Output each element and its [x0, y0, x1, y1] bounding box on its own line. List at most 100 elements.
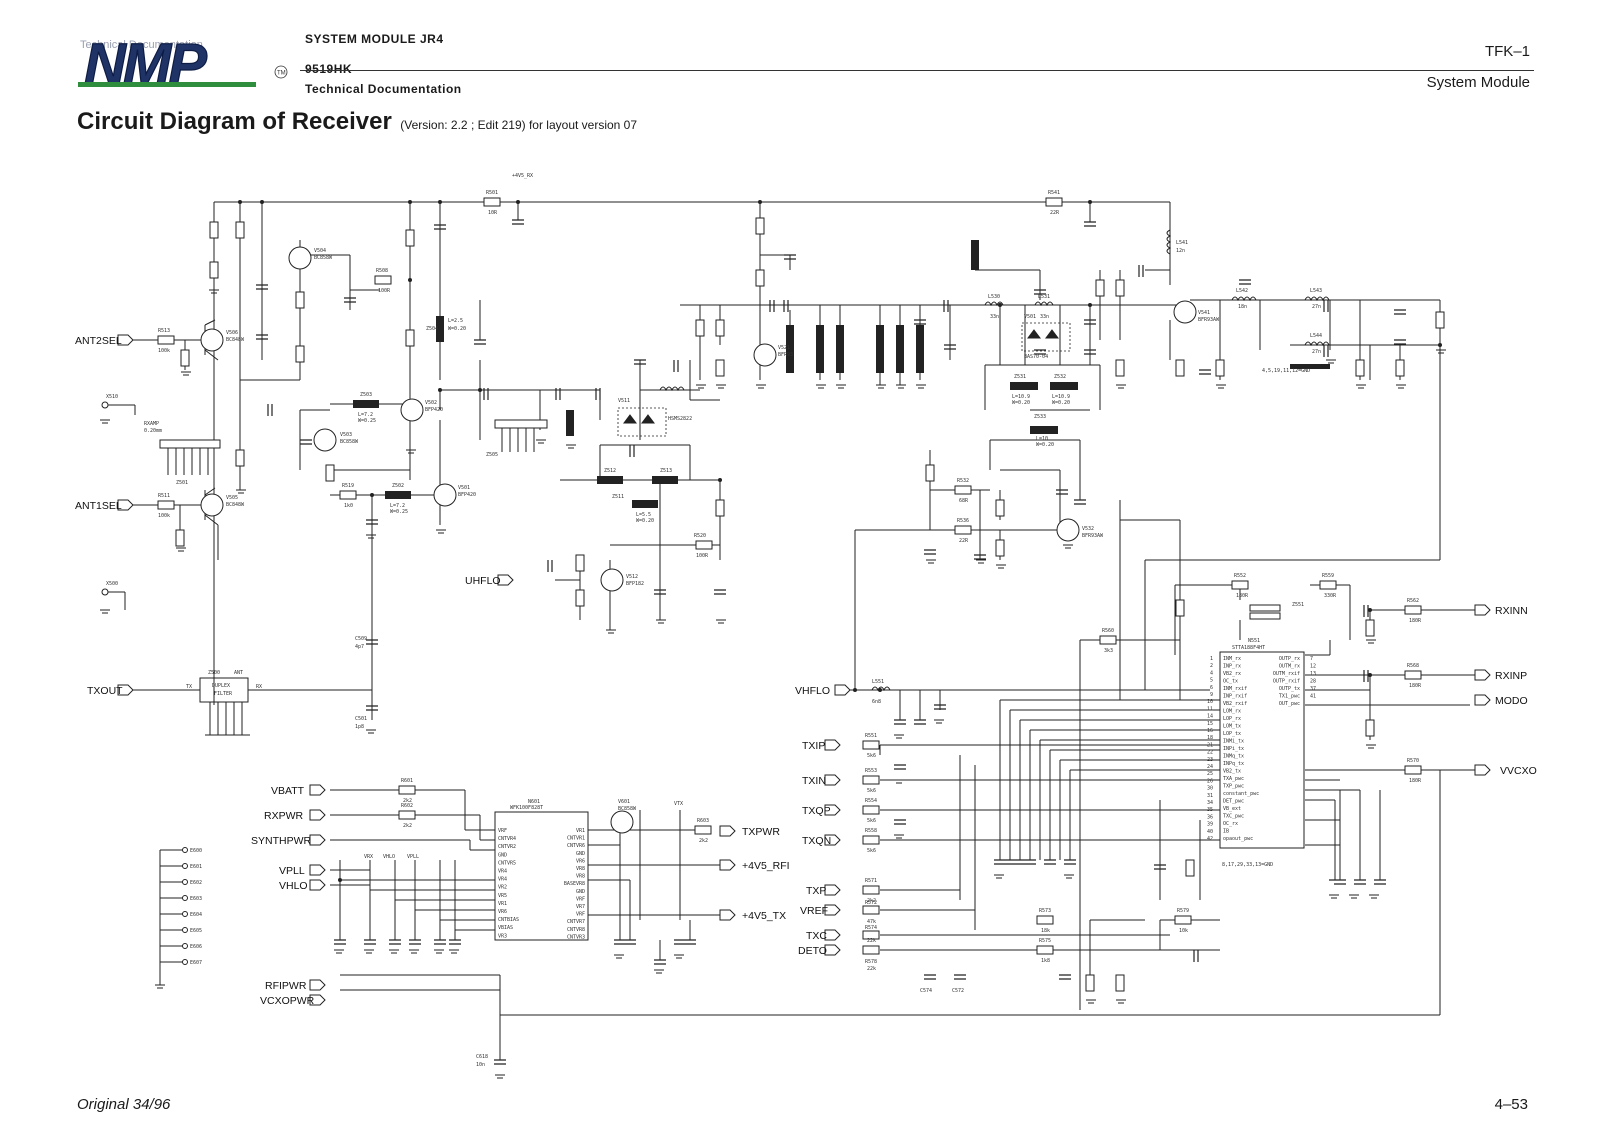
n551-pin-number: 11 — [1207, 706, 1213, 712]
lbl-rx: RX — [256, 684, 262, 690]
port-txqn: TXQN — [802, 835, 831, 847]
lbl-r553-v: 5k6 — [867, 788, 876, 794]
port-vhflo: VHFLO — [795, 685, 830, 697]
logo-watermark: Technical Documentation — [80, 39, 203, 51]
lbl-v501-t: BFP420 — [458, 492, 476, 498]
n551-pin-label: OC_tx — [1223, 679, 1238, 685]
lbl-r551-v: 5k6 — [867, 753, 876, 759]
n551-pin-number: 4 — [1210, 670, 1213, 676]
lbl-4v5rx: +4V5_RX — [512, 173, 533, 179]
port-vbatt: VBATT — [271, 785, 305, 797]
n551-pin-label: LOM_rx — [1223, 709, 1241, 715]
n551-pin-label: VB2_rxif — [1223, 701, 1247, 707]
lbl-v501b-t: BAS70-04 — [1024, 354, 1048, 360]
lbl-v511-t: HSMS2822 — [668, 416, 692, 422]
n551-pin-number: 13 — [1310, 671, 1316, 677]
lbl-duplex: DUPLEX — [212, 683, 230, 689]
lbl-vtx-rail: VTX — [674, 801, 683, 807]
lbl-vhlo-rail: VHLO — [383, 854, 395, 860]
lbl-r571-v: 2k2 — [867, 898, 876, 904]
lbl-l530-v: 33n — [990, 314, 999, 320]
n601-pin-label: VRF — [576, 912, 585, 918]
n601-pin-label: CNTVR6 — [567, 843, 585, 849]
lbl-r558-v: 5k6 — [867, 848, 876, 854]
e-pin-label: E602 — [190, 880, 202, 886]
lbl-r562-v: 180R — [1409, 618, 1422, 624]
version-note: (Version: 2.2 ; Edit 219) for layout ver… — [400, 118, 638, 132]
n601-pin-label: CNTVR3 — [567, 934, 585, 940]
lbl-r602: R602 — [401, 803, 413, 809]
n551-pin-number: 5 — [1210, 678, 1213, 684]
n601-pin-label: VR2 — [498, 885, 507, 891]
lbl-r519-v: 1k0 — [344, 503, 353, 509]
n551-pin-label: INPq_tx — [1223, 761, 1244, 767]
doc-id: TFK–1 — [1484, 43, 1530, 60]
lbl-v506-t: BC848W — [226, 337, 245, 343]
lbl-v502-t: BFP420 — [425, 407, 443, 413]
n551-pin-label: DET_pwc — [1223, 799, 1244, 805]
port-txc: TXC — [806, 930, 827, 942]
n551-pin-label: LOP_rx — [1223, 716, 1241, 722]
lbl-l531: L531 — [1038, 294, 1050, 300]
n551-pin-number: 6 — [1210, 685, 1213, 691]
port-vvcxo: VVCXO — [1500, 765, 1537, 777]
n601-pin-label: VR6 — [576, 858, 585, 864]
n601-pin-label: GND — [576, 889, 585, 895]
lbl-v503: V503 — [340, 432, 352, 438]
lbl-v504: V504 — [314, 248, 326, 254]
n551-pin-number: 9 — [1210, 692, 1213, 698]
lbl-gnd-note1: 4,5,19,11,12=GND — [1262, 368, 1310, 374]
n551-pin-label: OUTP_rxif — [1273, 679, 1300, 685]
lbl-r579: R579 — [1177, 908, 1189, 914]
lbl-r574-v: 22k — [867, 938, 876, 944]
lbl-r578-v: 22k — [867, 966, 876, 972]
n551-pin-number: 25 — [1207, 771, 1213, 777]
lbl-z504: Z504 — [426, 326, 438, 332]
lbl-r520: R520 — [694, 533, 706, 539]
lbl-r601-v: 2k2 — [403, 798, 412, 804]
lbl-c501-v: 1p8 — [355, 724, 364, 730]
lbl-v601: V601 — [618, 799, 630, 805]
n601-pin-label: VR1 — [498, 901, 507, 907]
n551-pin-label: INPi_tx — [1223, 746, 1244, 752]
n551-pin-label: VB_ext — [1223, 806, 1241, 812]
module-line: SYSTEM MODULE JR4 — [305, 32, 444, 46]
lbl-r601: R601 — [401, 778, 413, 784]
port-txout: TXOUT — [87, 685, 123, 697]
n551-pin-label: constant_pwc — [1223, 791, 1259, 797]
port-vcxopwr: VCXOPWR — [260, 995, 315, 1007]
lbl-r559: R559 — [1322, 573, 1334, 579]
page-title: Circuit Diagram of Receiver — [77, 108, 392, 135]
port-deto: DETO — [798, 945, 827, 957]
lbl-r532-v: 68R — [959, 498, 969, 504]
lbl-c618-v: 10n — [476, 1062, 485, 1068]
lbl-r554: R554 — [865, 798, 877, 804]
n551-pin-number: 30 — [1207, 786, 1213, 792]
n551-pin-number: 24 — [1207, 764, 1213, 770]
n551-pin-label: TXC_pwc — [1223, 814, 1244, 820]
lbl-r562: R562 — [1407, 598, 1419, 604]
lbl-r551: R551 — [865, 733, 877, 739]
n551-pin-label: INM_rxif — [1223, 686, 1247, 692]
n601-pins-left: VRFCNTVR4CNTVR2GNDCNTVR5VR4VR4VR2VR5VR1V… — [498, 828, 519, 939]
lbl-l551-v: 6n8 — [872, 699, 881, 705]
lbl-z532: Z532 — [1054, 374, 1066, 380]
lbl-l530: L530 — [988, 294, 1000, 300]
lbl-l541: L541 — [1176, 240, 1188, 246]
lbl-r568-v: 180R — [1409, 683, 1422, 689]
lbl-n601: N601 — [528, 799, 540, 805]
n551-pin-label: TXP_pwc — [1223, 784, 1244, 790]
n601-pin-label: CNTVR8 — [567, 927, 585, 933]
n601-pin-label: GND — [498, 852, 507, 858]
lbl-r572: R572 — [865, 900, 877, 906]
n551-pin-number: 23 — [1207, 757, 1213, 763]
lbl-l551: L551 — [872, 679, 884, 685]
lbl-v541: V541 — [1198, 310, 1210, 316]
lbl-z513: Z513 — [660, 468, 672, 474]
lbl-x510: X510 — [106, 394, 118, 400]
lbl-z500: Z500 — [208, 670, 220, 676]
n551-pin-label: TXA_pwc — [1223, 776, 1244, 782]
lbl-r568: R568 — [1407, 663, 1419, 669]
lbl-l542-v: 18n — [1238, 304, 1247, 310]
